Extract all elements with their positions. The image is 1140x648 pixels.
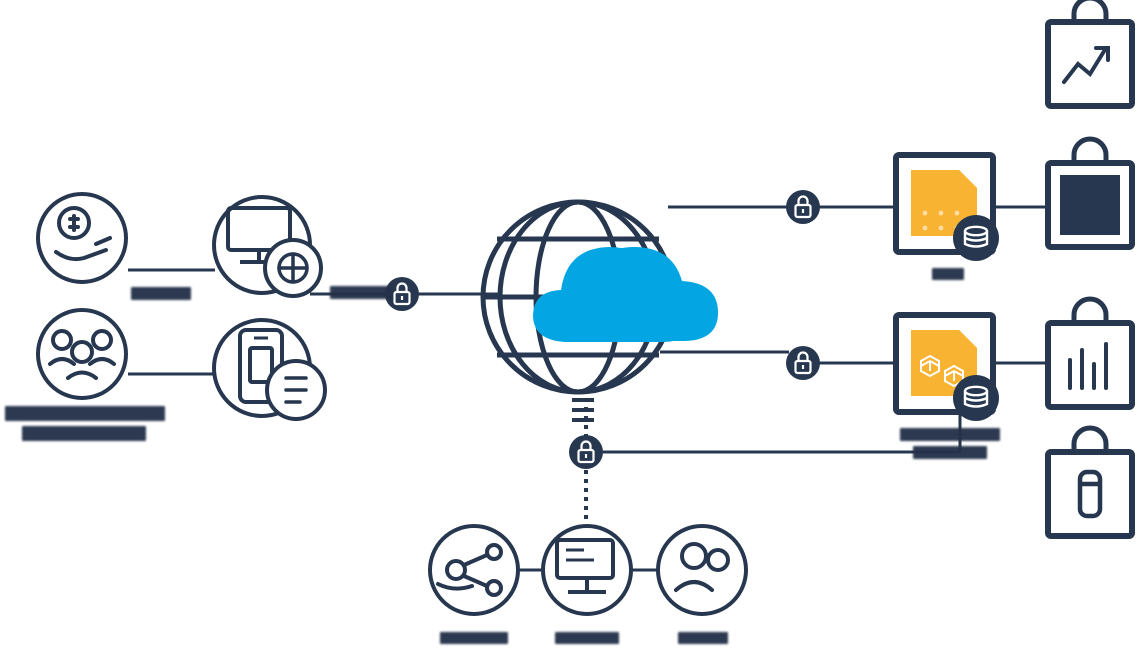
lock-consumer[interactable] bbox=[569, 435, 603, 469]
label-storage-2-line1 bbox=[900, 428, 1000, 441]
user-badge-icon bbox=[674, 542, 730, 592]
padlock-icon bbox=[577, 440, 595, 464]
report-doc-glyph bbox=[1077, 469, 1103, 519]
node-report-2[interactable] bbox=[1045, 136, 1135, 250]
connector-lines bbox=[128, 205, 1048, 572]
node-report-4[interactable] bbox=[1045, 425, 1135, 539]
document-fold-corner bbox=[959, 330, 977, 348]
node-desktop-device[interactable] bbox=[212, 195, 323, 298]
report-bars-glyph bbox=[1068, 342, 1108, 390]
node-consumer-2[interactable] bbox=[541, 524, 633, 616]
clipboard-doc-icon bbox=[1045, 425, 1135, 539]
padlock-icon bbox=[794, 351, 812, 375]
padlock-icon bbox=[393, 282, 411, 306]
label-consumer-1 bbox=[440, 632, 508, 644]
node-people-source[interactable] bbox=[36, 308, 128, 400]
node-report-3[interactable] bbox=[1045, 296, 1135, 410]
node-finance-source[interactable] bbox=[36, 192, 128, 284]
report-chart-glyph bbox=[1062, 46, 1110, 84]
lock-out-mid[interactable] bbox=[786, 346, 820, 380]
circle-outline bbox=[656, 524, 748, 616]
label-source-systems-line2 bbox=[22, 426, 146, 441]
network-share-icon bbox=[436, 543, 503, 597]
cloud-icon-fill bbox=[533, 247, 695, 342]
clipboard-bars-icon bbox=[1045, 296, 1135, 410]
storage-badge-icon bbox=[953, 375, 999, 421]
label-consumer-2 bbox=[555, 632, 619, 644]
label-devices bbox=[131, 287, 191, 300]
lock-circle bbox=[786, 190, 820, 224]
clipboard-solid-icon bbox=[1045, 136, 1135, 250]
circle-outline bbox=[428, 524, 520, 616]
node-report-1[interactable] bbox=[1045, 0, 1135, 109]
clipboard-chart-icon bbox=[1045, 0, 1135, 109]
circle-outline bbox=[541, 524, 633, 616]
people-group-icon bbox=[48, 329, 116, 380]
label-storage-2-line2 bbox=[913, 446, 987, 459]
label-consumer-3 bbox=[678, 632, 728, 644]
padlock-icon bbox=[794, 195, 812, 219]
node-consumer-3[interactable] bbox=[656, 524, 748, 616]
node-storage-doc-1[interactable] bbox=[893, 152, 999, 261]
lock-circle bbox=[786, 346, 820, 380]
node-globe-cloud[interactable] bbox=[480, 199, 719, 395]
node-consumer-1[interactable] bbox=[428, 524, 520, 616]
label-storage-1 bbox=[932, 268, 964, 280]
globe-base-lines-icon bbox=[572, 398, 594, 422]
node-storage-doc-2[interactable] bbox=[893, 312, 999, 421]
report-body-fill bbox=[1060, 175, 1120, 235]
lock-out-top[interactable] bbox=[786, 190, 820, 224]
document-fold-corner bbox=[959, 170, 977, 188]
desktop-badge-icon bbox=[263, 238, 323, 298]
mobile-badge-icon bbox=[265, 359, 327, 421]
hand-coin-icon bbox=[54, 206, 112, 262]
lock-circle bbox=[569, 435, 603, 469]
label-source-systems-line1 bbox=[5, 406, 165, 421]
document-dots-icon bbox=[922, 210, 960, 231]
label-network bbox=[330, 286, 392, 299]
node-mobile-device[interactable] bbox=[212, 318, 327, 421]
hexagon-glyphs-icon bbox=[920, 354, 964, 388]
circle-outline bbox=[36, 308, 128, 400]
desktop-monitor-icon bbox=[555, 538, 615, 594]
lock-ingest[interactable] bbox=[385, 277, 419, 311]
storage-badge-icon bbox=[953, 215, 999, 261]
